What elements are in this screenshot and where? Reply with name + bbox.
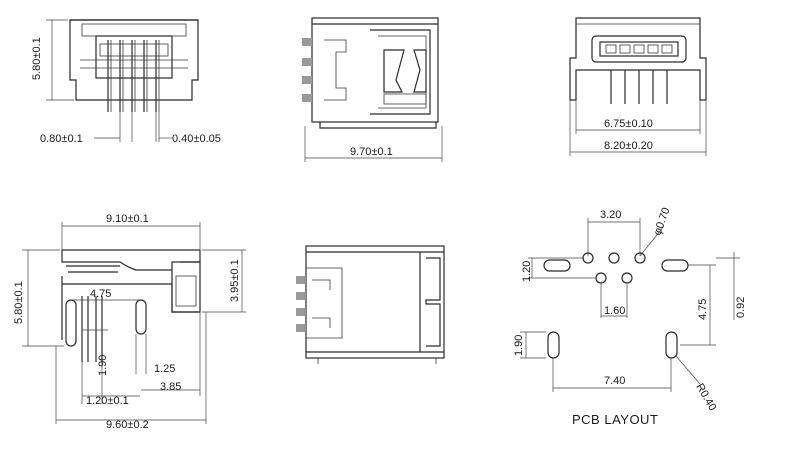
pcb-radius-label: R0.40 [693, 382, 718, 413]
detail-right-height-label: 3.95±0.1 [229, 259, 241, 302]
detail-overall-length-label: 9.60±0.2 [106, 419, 149, 431]
rear-pins [610, 70, 668, 104]
top-view [296, 245, 445, 364]
pcb-offset-label: 0.92 [735, 297, 747, 318]
front-view: 5.80±0.1 0.80±0.1 0.40±0.05 [31, 19, 221, 145]
pcb-layout-caption: PCB LAYOUT [572, 412, 658, 427]
rear-outer-width-label: 8.20±0.20 [604, 140, 653, 152]
pcb-row-gap-label: 1.20 [521, 261, 533, 282]
rear-view: 6.75±0.10 8.20±0.20 [569, 17, 707, 156]
front-pins [107, 40, 160, 112]
pcb-pin-gap-label: 1.60 [604, 305, 625, 317]
pcb-slot-spacing-label: 7.40 [604, 375, 625, 387]
front-height-label: 5.80±0.1 [31, 37, 43, 80]
pcb-hole-spacing-label: 3.20 [600, 209, 621, 221]
detail-top-length-label: 9.10±0.1 [106, 213, 149, 225]
detail-pin-pitch-label: 1.20±0.1 [86, 395, 129, 407]
rear-contacts [605, 44, 673, 54]
detail-left-height-label: 5.80±0.1 [13, 281, 25, 324]
pcb-pad-vert-label: 4.75 [697, 299, 709, 320]
front-pinwidth-label: 0.40±0.05 [172, 133, 221, 145]
pcb-holes [582, 252, 646, 284]
side-view: 9.70±0.1 [302, 17, 443, 162]
pcb-hole-dia-label: φ0.70 [652, 206, 673, 237]
side-length-label: 9.70±0.1 [350, 146, 393, 158]
detail-tab-span-label: 4.75 [90, 288, 111, 300]
pcb-slot-len-label: 1.90 [513, 335, 525, 356]
front-pitch-label: 0.80±0.1 [40, 133, 83, 145]
side-detail: 9.10±0.1 5.80±0.1 3.95±0.1 4.75 1.90 [13, 213, 246, 431]
pcb-slots [543, 259, 689, 359]
detail-pin-offset-label: 1.90 [97, 355, 109, 376]
detail-tab-to-end-label: 3.85 [160, 381, 181, 393]
detail-tab-gap-label: 1.25 [154, 363, 175, 375]
rear-inner-width-label: 6.75±0.10 [604, 118, 653, 130]
pcb-layout: 3.20 φ0.70 1.20 1.60 [513, 206, 747, 427]
